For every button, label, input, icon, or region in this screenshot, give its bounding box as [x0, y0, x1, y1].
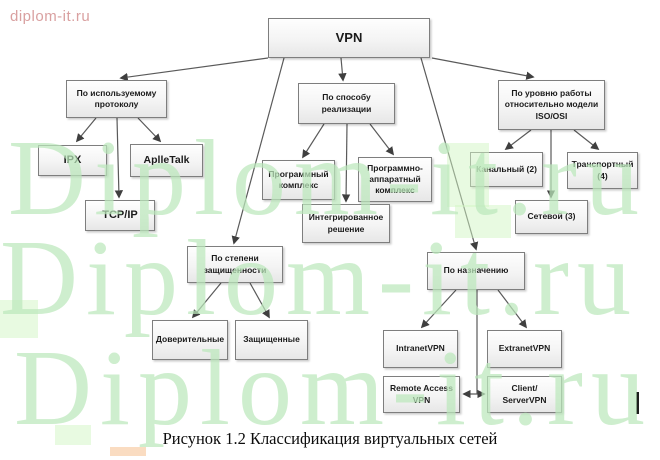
node-ipx: IPX: [38, 145, 107, 176]
node-network-layer: Сетевой (3): [515, 200, 588, 234]
node-by-osi-level: По уровню работы относительно модели ISO…: [498, 80, 605, 130]
text-cursor-artifact: [636, 392, 639, 414]
node-extranet-vpn: ExtranetVPN: [487, 330, 562, 368]
figure-caption: Рисунок 1.2 Классификация виртуальных се…: [162, 429, 498, 448]
node-by-purpose: По назначению: [427, 252, 525, 290]
node-by-protocol: По используемому протоколу: [66, 80, 167, 118]
site-watermark-label: diplom-it.ru: [10, 8, 91, 25]
node-by-security-degree: По степени защищенности: [187, 246, 283, 283]
node-trusted: Доверительные: [152, 320, 228, 360]
node-channel-layer: Канальный (2): [470, 152, 543, 187]
node-secured: Защищенные: [235, 320, 308, 360]
node-transport-layer: Транспортный (4): [567, 152, 638, 189]
node-remote-access-vpn: Remote Access VPN: [383, 376, 460, 413]
node-tcpip: TCP/IP: [85, 200, 155, 231]
node-hardware-software-complex: Программно- аппаратный комплекс: [358, 157, 432, 202]
node-client-server-vpn: Client/ ServerVPN: [487, 376, 562, 413]
node-software-complex: Программный комплекс: [262, 160, 335, 200]
node-vpn: VPN: [268, 18, 430, 58]
node-appletalk: AplleTalk: [130, 144, 203, 177]
node-integrated-solution: Интегрированное решение: [302, 204, 390, 243]
node-intranet-vpn: IntranetVPN: [383, 330, 458, 368]
node-by-realization: По способу реализации: [298, 83, 395, 124]
